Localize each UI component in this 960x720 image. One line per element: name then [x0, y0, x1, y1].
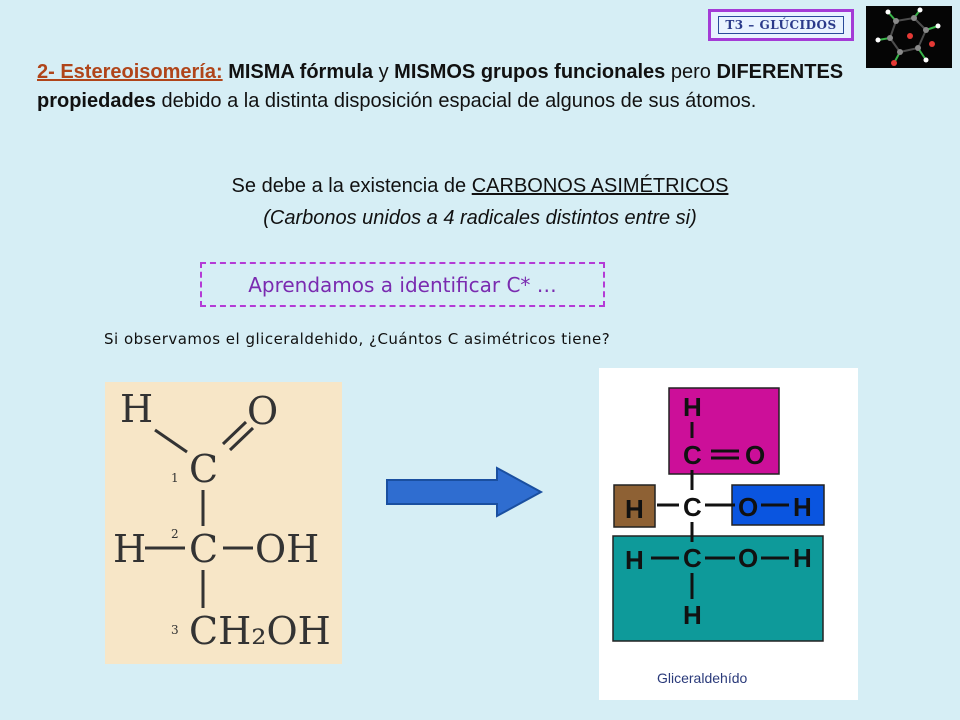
topic-badge-label: T3 – GLÚCIDOS: [718, 16, 844, 34]
cause-line: Se debe a la existencia de CARBONOS ASIM…: [0, 175, 960, 198]
glyceraldehyde-structure-right: H C O H C O H H C O H H Gliceraldehído: [599, 368, 858, 700]
right-o3: O: [738, 543, 758, 573]
aldehyde-group-box: [668, 387, 780, 475]
callout-text: Aprendamos a identificar C* …: [248, 272, 557, 297]
right-o1: O: [745, 440, 765, 470]
h-group-box: [613, 484, 656, 528]
left-h-top: H: [120, 387, 153, 431]
right-c3: C: [683, 543, 702, 573]
cause-term: CARBONOS ASIMÉTRICOS: [471, 175, 729, 197]
right-h4: H: [625, 545, 644, 575]
left-ch2oh: CH₂OH: [189, 609, 331, 653]
right-h6: H: [683, 600, 702, 630]
right-arrow-icon: [386, 466, 544, 518]
right-h1: H: [683, 392, 702, 422]
definition-text-3: debido a la distinta disposición espacia…: [155, 90, 757, 112]
left-oh: OH: [255, 527, 319, 571]
left-num-1: 1: [171, 471, 179, 485]
molecule-model-image: [866, 6, 952, 68]
definition-text-1: y: [373, 61, 395, 83]
left-bond-c1-o-b: [221, 420, 248, 446]
stereoisomerism-definition: 2- Estereoisomería: MISMA fórmula y MISM…: [37, 58, 917, 116]
structure-caption: Gliceraldehído: [657, 670, 747, 686]
left-h-left: H: [113, 527, 146, 571]
left-num-2: 2: [171, 527, 179, 541]
right-c2: C: [683, 492, 702, 522]
definition-bold-3: DIFERENTES propiedades: [37, 61, 844, 112]
section-heading: 2- Estereoisomería:: [37, 61, 223, 83]
callout-box: Aprendamos a identificar C* …: [200, 262, 605, 307]
question-text: Si observamos el gliceraldehido, ¿Cuánto…: [104, 330, 611, 348]
definition-bold-2: MISMOS grupos funcionales: [394, 61, 666, 83]
left-c1: C: [189, 447, 218, 491]
left-o-top: O: [247, 389, 278, 433]
ch2oh-group-box: [612, 535, 824, 642]
topic-badge: T3 – GLÚCIDOS: [708, 9, 854, 41]
left-bond-h-c1: [154, 428, 188, 454]
cause-note: (Carbonos unidos a 4 radicales distintos…: [263, 207, 697, 229]
right-o2: O: [738, 492, 758, 522]
right-h2: H: [625, 494, 644, 524]
glyceraldehyde-structure-left: H O C 1 H C 2 OH 3 CH₂OH: [105, 382, 342, 664]
left-bond-c1-o-a: [228, 426, 255, 452]
left-num-3: 3: [171, 623, 179, 637]
cause-prefix: Se debe a la existencia de: [231, 175, 472, 197]
right-c1: C: [683, 440, 702, 470]
right-h5: H: [793, 543, 812, 573]
definition-text-2: pero: [665, 61, 717, 83]
definition-bold-1: MISMA fórmula: [228, 61, 374, 83]
right-h3: H: [793, 492, 812, 522]
left-c2: C: [189, 527, 218, 571]
